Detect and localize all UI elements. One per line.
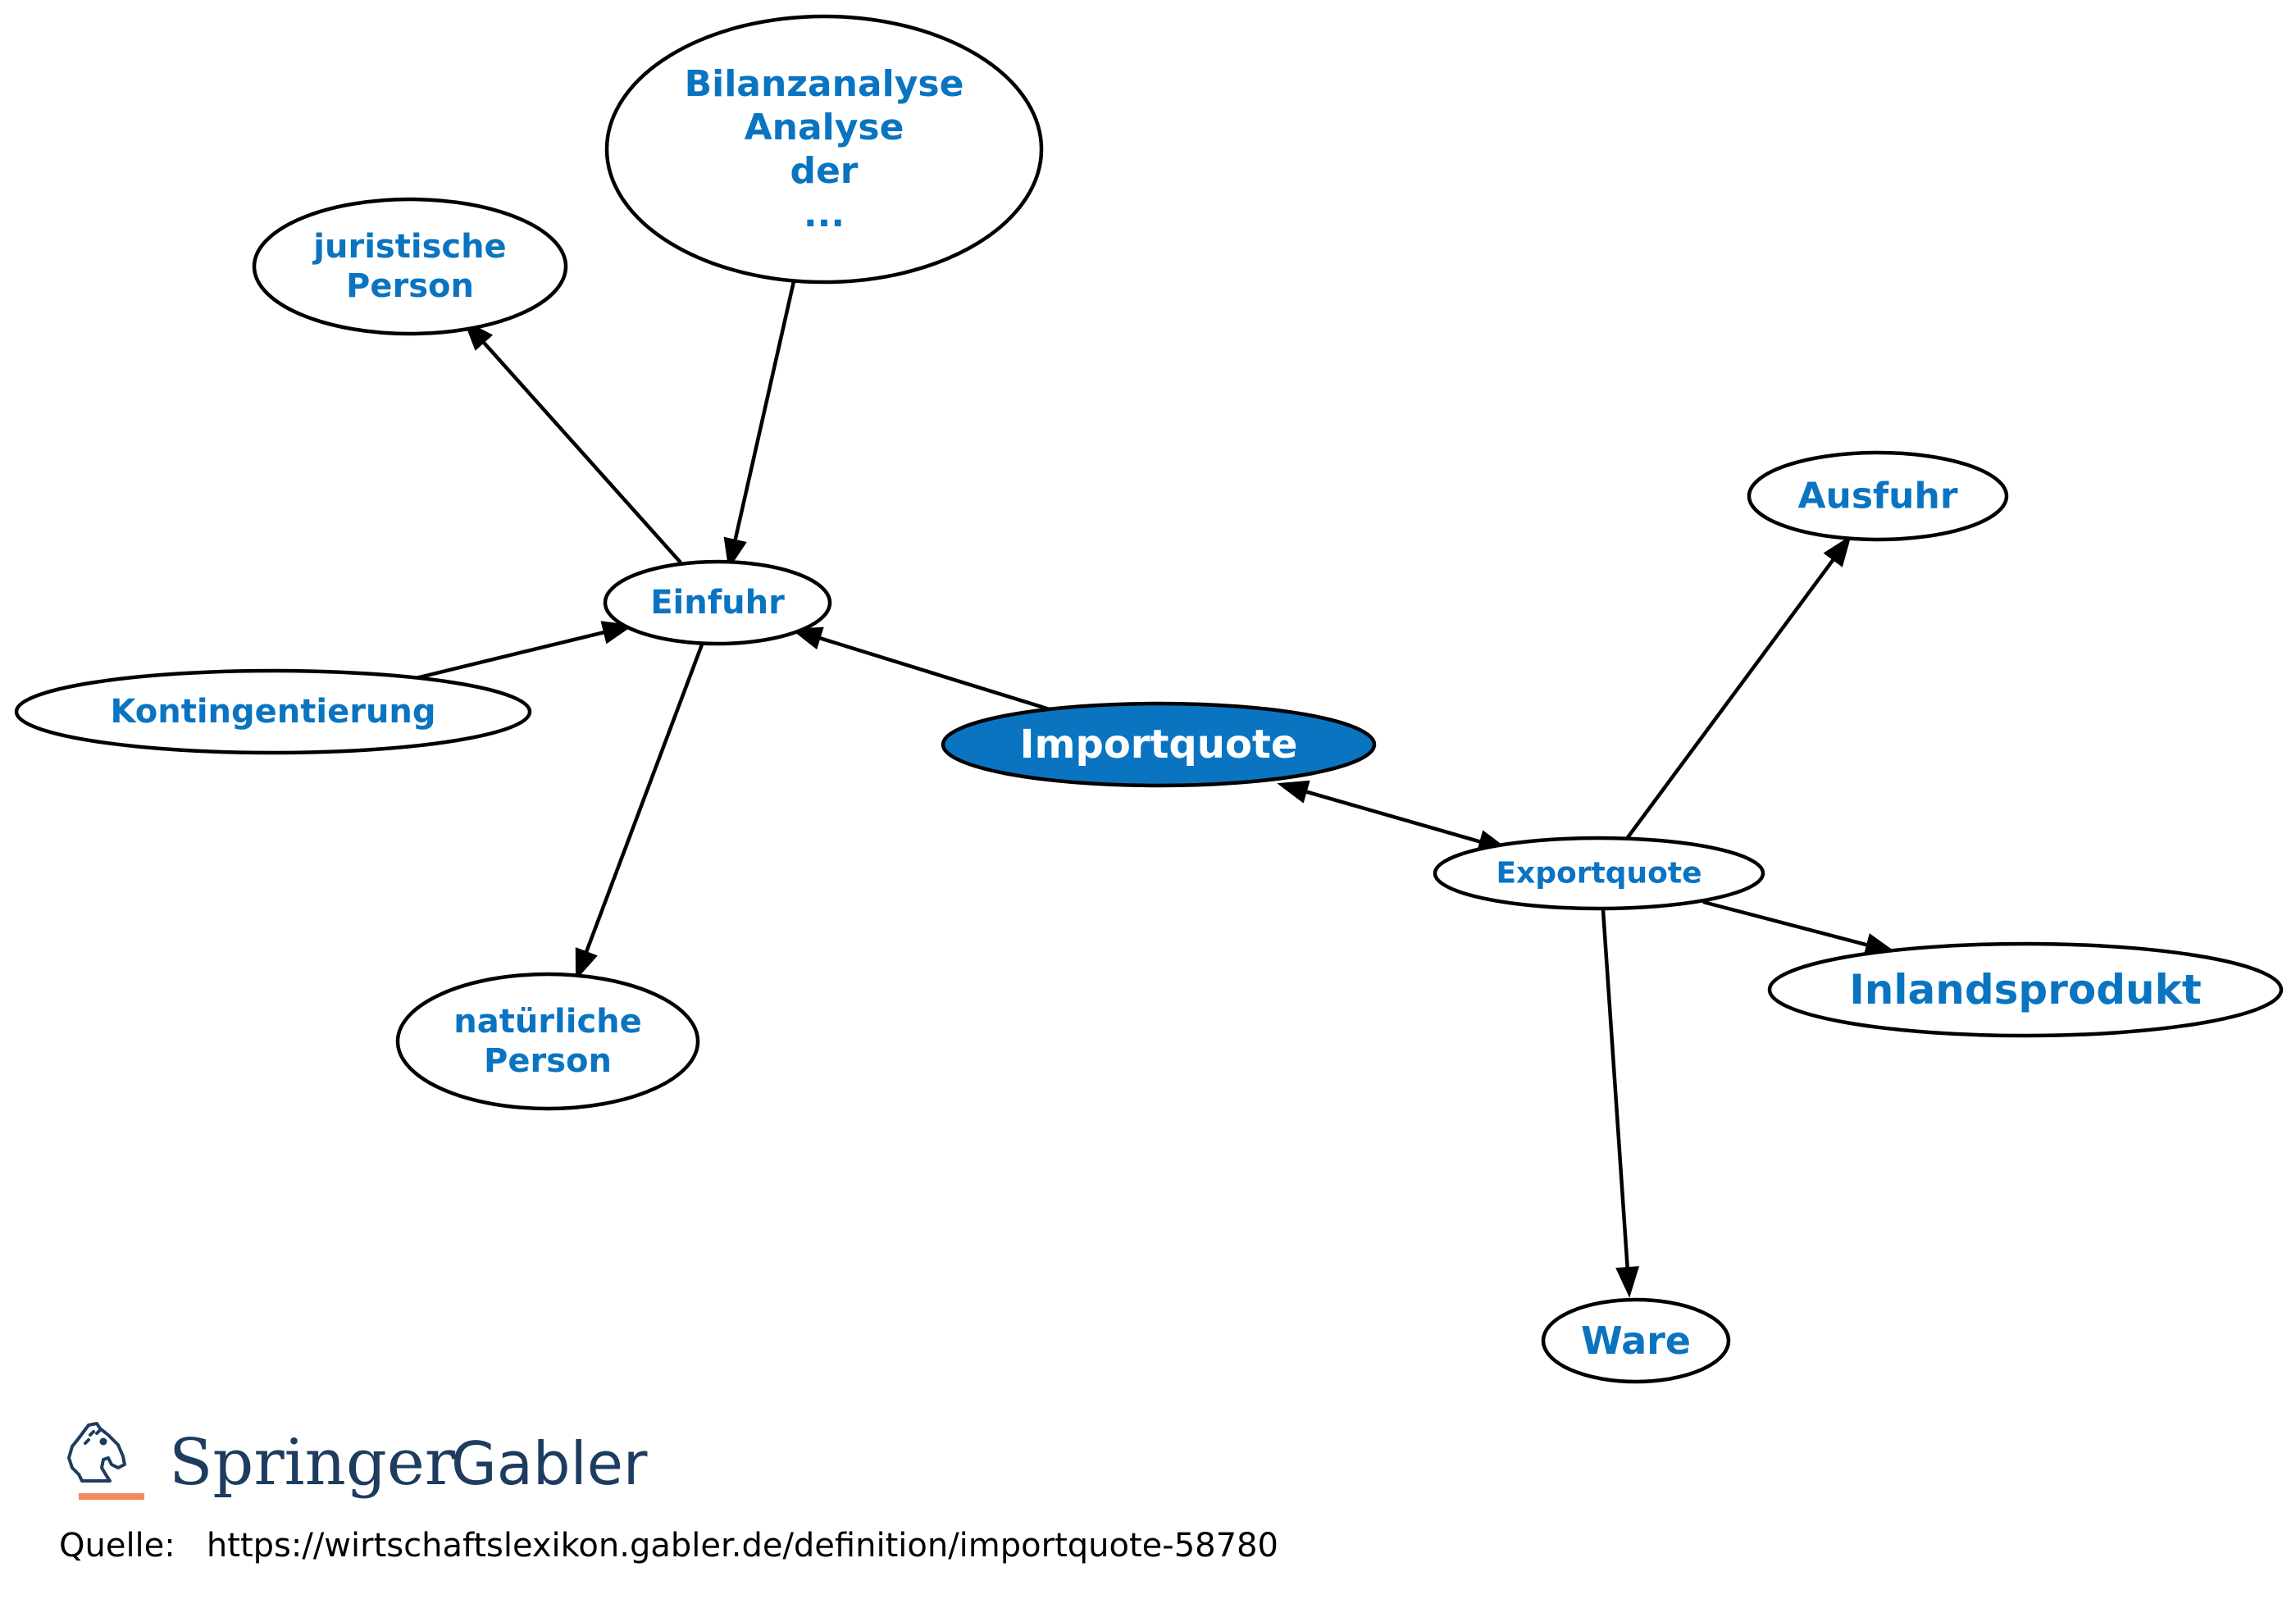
edge-exportquote-to-ware — [1601, 909, 1640, 1298]
node-ellipse — [941, 701, 1377, 788]
node-label: Importquote — [1020, 722, 1298, 768]
node-kontingentierung[interactable]: Kontingentierung — [14, 668, 532, 755]
node-bilanzanalyse[interactable]: BilanzanalyseAnalyseder... — [604, 14, 1044, 285]
node-einfuhr[interactable]: Einfuhr — [603, 559, 832, 646]
node-label: Ausfuhr — [1797, 476, 1957, 517]
node-label: Ware — [1581, 1319, 1691, 1363]
arrow-head-icon — [1615, 1266, 1640, 1298]
node-label: Einfuhr — [650, 584, 785, 622]
node-label: ... — [804, 194, 845, 235]
node-ellipse — [603, 559, 832, 646]
arrow-head-icon — [1823, 535, 1852, 567]
node-label: natürliche — [453, 1003, 642, 1041]
brand-name-secondary: Gabler — [451, 1429, 648, 1498]
node-label: Bilanzanalyse — [685, 63, 964, 105]
edge-line — [481, 340, 682, 564]
edge-importquote-to-exportquote — [1277, 780, 1510, 854]
edge-einfuhr-to-natuerliche-person — [575, 644, 704, 981]
node-exportquote[interactable]: Exportquote — [1433, 836, 1765, 911]
node-label: Person — [346, 267, 474, 305]
source-url[interactable]: https://wirtschaftslexikon.gabler.de/def… — [206, 1527, 1278, 1565]
springer-gabler-logo: Springer Gabler — [61, 1410, 684, 1509]
node-label: juristische — [312, 228, 506, 266]
brand-underline — [79, 1493, 144, 1500]
node-label: Person — [484, 1042, 612, 1080]
brand-name-primary: Springer — [169, 1426, 456, 1500]
arrow-head-icon — [723, 536, 747, 570]
edge-kontingentierung-to-einfuhr — [412, 621, 634, 681]
edge-line — [412, 630, 605, 681]
edges-layer — [412, 280, 1897, 1298]
edge-line — [1601, 909, 1629, 1269]
node-ware[interactable]: Ware — [1541, 1297, 1731, 1384]
edge-line — [1702, 900, 1868, 947]
node-importquote[interactable]: Importquote — [941, 701, 1377, 788]
nodes-layer: ImportquoteEinfuhrjuristischePersonBilan… — [14, 14, 2284, 1384]
node-label: Exportquote — [1496, 857, 1702, 891]
arrow-head-icon — [1277, 780, 1310, 804]
edge-importquote-to-einfuhr — [790, 626, 1053, 713]
node-ellipse — [252, 197, 568, 336]
edge-bilanzanalyse-to-einfuhr — [723, 280, 796, 570]
edge-line — [1624, 558, 1835, 841]
node-label: der — [790, 150, 858, 192]
source-label: Quelle: — [59, 1527, 175, 1565]
node-ellipse — [395, 972, 700, 1111]
edge-exportquote-to-ausfuhr — [1624, 535, 1852, 841]
node-label: Analyse — [745, 107, 904, 148]
edge-einfuhr-to-juristische-person — [463, 319, 682, 564]
node-ellipse — [1433, 836, 1765, 911]
source-citation: Quelle: https://wirtschaftslexikon.gable… — [59, 1527, 1278, 1565]
node-inlandsprodukt[interactable]: Inlandsprodukt — [1767, 941, 2284, 1038]
edge-line — [584, 644, 704, 953]
edge-line — [733, 280, 796, 541]
node-ellipse — [14, 668, 532, 755]
edge-exportquote-to-inlandsprodukt — [1702, 900, 1897, 957]
node-ellipse — [604, 14, 1044, 285]
node-ausfuhr[interactable]: Ausfuhr — [1747, 450, 2009, 542]
node-ellipse — [1541, 1297, 1731, 1384]
node-ellipse — [1767, 941, 2284, 1038]
edge-line — [1305, 790, 1481, 844]
edge-line — [818, 635, 1053, 713]
node-ellipse — [1747, 450, 2009, 542]
node-label: Kontingentierung — [110, 693, 435, 731]
node-label: Inlandsprodukt — [1849, 966, 2202, 1014]
knight-horse-icon — [67, 1422, 126, 1483]
arrow-head-icon — [575, 947, 598, 981]
